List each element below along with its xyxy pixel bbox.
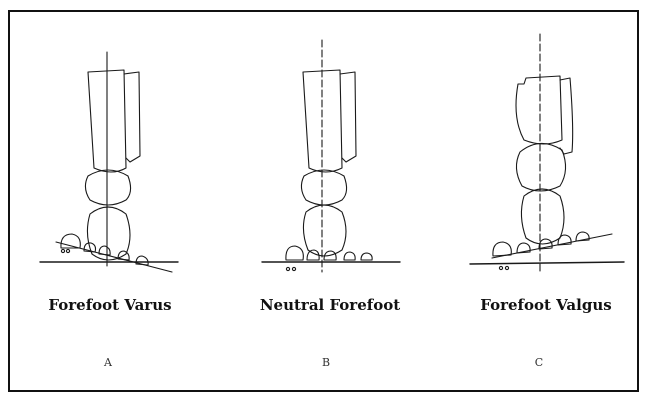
panel-b-metatarsal-1 xyxy=(286,246,303,260)
panel-b-talus xyxy=(301,170,346,205)
panel-b-letter: B xyxy=(306,356,346,369)
panel-c-letter: C xyxy=(519,356,559,369)
panel-a-forefoot-plane xyxy=(56,242,172,272)
panel-a-talus xyxy=(85,170,130,205)
panel-b-neutral-forefoot-diagram xyxy=(262,40,400,272)
panel-c-fibula xyxy=(560,78,573,154)
panel-c-calcaneus xyxy=(521,189,564,244)
panel-a-forefoot-varus-diagram xyxy=(40,52,178,272)
panel-b-title: Neutral Forefoot xyxy=(230,296,430,314)
panel-b-fibula xyxy=(340,72,356,162)
panel-c-ground-line xyxy=(470,262,624,264)
panel-a-title: Forefoot Varus xyxy=(10,296,210,314)
panel-c-talus xyxy=(516,143,565,191)
panel-b-metatarsal-5 xyxy=(361,253,372,260)
panel-c-metatarsal-1 xyxy=(493,242,511,256)
panel-c-title: Forefoot Valgus xyxy=(446,296,646,314)
panel-c-tibia xyxy=(516,76,562,144)
panel-b-metatarsal-4 xyxy=(344,252,355,260)
panel-a-fibula xyxy=(124,72,140,162)
panel-a-letter: A xyxy=(88,356,128,369)
panel-c-forefoot-valgus-diagram xyxy=(470,34,624,272)
panel-b-calcaneus xyxy=(303,205,346,256)
